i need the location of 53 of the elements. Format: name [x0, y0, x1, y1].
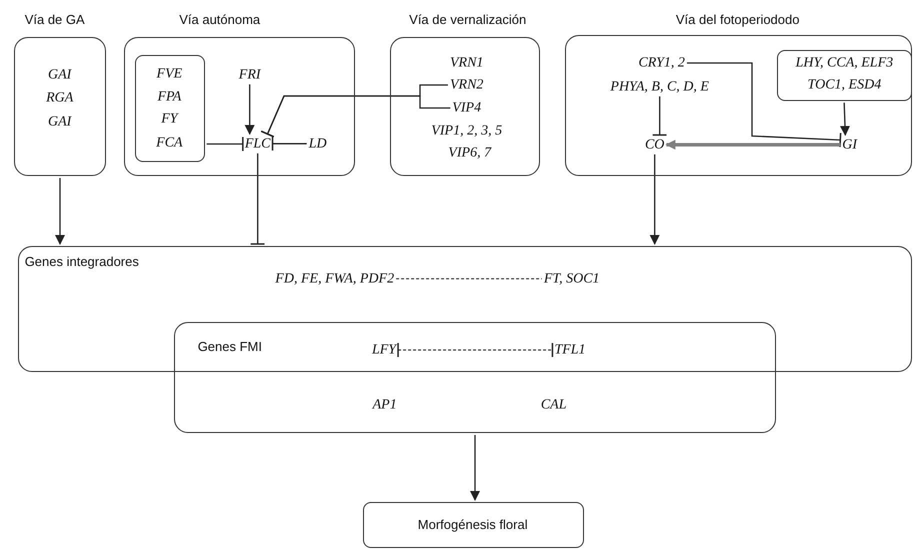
box-heading: Vía autónoma [179, 12, 260, 27]
gene-name: FRI [238, 67, 261, 82]
gene-name: LHY, CCA, ELF3 [796, 56, 894, 72]
gene-name: LFY [372, 342, 396, 358]
gene-name: VIP4 [452, 100, 482, 116]
arrow [665, 140, 840, 150]
inhibition-line [652, 96, 668, 136]
gene-name: VIP1, 2, 3, 5 [431, 123, 502, 138]
gene-name: VRN2 [450, 77, 484, 92]
gene-name: FY [161, 112, 178, 128]
arrow [650, 154, 660, 245]
arrow [244, 84, 255, 135]
box-heading: Genes integradores [24, 254, 139, 269]
pathway-box [18, 246, 912, 372]
gene-name: GAI [48, 67, 72, 82]
gene-name: LD [308, 136, 327, 152]
dotted-line [396, 278, 542, 280]
gene-name: GAI [48, 114, 72, 130]
inhibition-line [272, 136, 307, 152]
gene-name: CRY1, 2 [638, 55, 685, 70]
gene-name: VRN1 [450, 55, 484, 70]
box-heading: Vía del fotoperiododo [676, 12, 800, 27]
gene-name: TOC1, ESD4 [808, 78, 882, 94]
inhibition-line [397, 342, 554, 358]
gene-name: TFL1 [554, 342, 586, 358]
box-label: Morfogénesis floral [418, 518, 528, 532]
arrow [840, 102, 850, 136]
arrow [55, 178, 65, 245]
inhibition-line [206, 136, 244, 152]
gene-name: FCA [156, 136, 183, 152]
inhibition-line [260, 95, 450, 138]
gene-name: AP1 [372, 397, 397, 412]
gene-name: CO [644, 137, 664, 152]
box-heading: Genes FMI [198, 340, 262, 354]
gene-name: CAL [540, 397, 567, 412]
gene-name: PHYA, B, C, D, E [610, 79, 709, 94]
outcome-box [363, 502, 584, 548]
gene-name: RGA [46, 90, 74, 106]
gene-group-box [134, 54, 205, 162]
inhibition-line [250, 153, 266, 245]
inhibition-line [686, 62, 842, 148]
gene-group-box [776, 50, 912, 101]
gene-name: FLC [244, 136, 271, 152]
gene-name: FD, FE, FWA, PDF2 [275, 271, 394, 286]
box-heading: Vía de vernalización [409, 12, 526, 27]
box-heading: Vía de GA [24, 12, 85, 27]
gene-name: FVE [156, 66, 182, 82]
gene-name: VIP6, 7 [448, 145, 492, 160]
pathway-box [174, 322, 776, 433]
gene-name: FT, SOC1 [544, 271, 600, 286]
gene-name: FPA [157, 90, 182, 106]
arrow [470, 435, 480, 501]
gene-name: GI [842, 137, 858, 152]
